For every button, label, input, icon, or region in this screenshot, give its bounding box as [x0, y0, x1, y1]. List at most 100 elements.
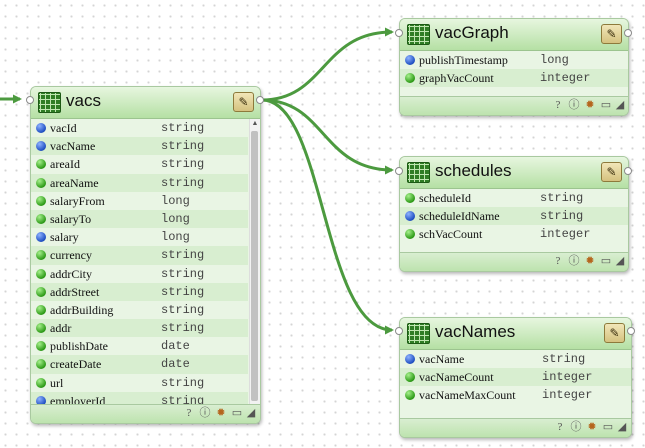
scrollbar[interactable]: ▲ [249, 119, 260, 405]
scroll-thumb[interactable] [251, 131, 258, 401]
table-icon [407, 162, 430, 183]
help-icon[interactable]: ? [555, 255, 561, 267]
field-type: date [161, 357, 190, 372]
field-type: long [161, 193, 190, 208]
node-header[interactable]: schedules ✎ [400, 157, 628, 189]
input-port[interactable] [395, 167, 403, 175]
input-port[interactable] [26, 96, 34, 104]
node-title: vacGraph [435, 23, 509, 42]
field-name: salaryTo [50, 211, 92, 226]
field-icon [36, 377, 46, 388]
help-icon[interactable]: ? [555, 99, 561, 111]
table-icon [38, 92, 61, 113]
help-icon[interactable]: ? [557, 421, 563, 433]
field-type: string [540, 191, 584, 205]
info-icon[interactable]: ⓘ [199, 407, 211, 419]
field-type: long [540, 53, 569, 67]
info-icon[interactable]: ⓘ [570, 421, 582, 433]
comment-icon[interactable]: ▭ [231, 407, 243, 419]
node-header[interactable]: vacGraph ✎ [400, 19, 628, 51]
edit-icon[interactable]: ✎ [601, 162, 622, 182]
output-port[interactable] [627, 327, 635, 335]
edit-icon[interactable]: ✎ [233, 92, 254, 112]
field-row[interactable]: salaryFrom long [31, 192, 248, 210]
field-type: string [161, 157, 205, 172]
field-name: employerId [50, 393, 106, 405]
debug-icon[interactable]: ✹ [587, 421, 597, 433]
info-icon[interactable]: ⓘ [568, 99, 580, 111]
field-name: areaId [50, 157, 80, 172]
output-port[interactable] [624, 167, 632, 175]
output-port[interactable] [624, 29, 632, 37]
node-title: schedules [435, 161, 512, 180]
field-icon [36, 159, 46, 170]
resize-icon[interactable]: ◢ [617, 421, 627, 433]
field-name: salary [50, 230, 79, 245]
info-icon[interactable]: ⓘ [568, 255, 580, 267]
field-type: string [161, 139, 205, 154]
comment-icon[interactable]: ▭ [600, 99, 612, 111]
input-port[interactable] [395, 327, 403, 335]
field-type: integer [540, 227, 591, 242]
debug-icon[interactable]: ✹ [216, 407, 226, 419]
output-port[interactable] [256, 96, 264, 104]
edit-icon[interactable]: ✎ [601, 24, 622, 44]
node-footer: ? ⓘ ✹ ▭ ◢ [400, 252, 628, 271]
node-header[interactable]: vacNames ✎ [400, 318, 631, 350]
field-icon [405, 390, 415, 401]
help-icon[interactable]: ? [186, 407, 192, 419]
input-port[interactable] [395, 29, 403, 37]
field-name: vacName [419, 352, 465, 366]
field-icon [36, 268, 46, 279]
debug-icon[interactable]: ✹ [585, 99, 595, 111]
field-row[interactable]: areaId string [31, 155, 248, 173]
field-icon [36, 195, 46, 206]
debug-icon[interactable]: ✹ [585, 255, 595, 267]
comment-icon[interactable]: ▭ [602, 421, 614, 433]
node-title: vacNames [435, 322, 516, 341]
resize-icon[interactable]: ◢ [615, 99, 625, 111]
resize-icon[interactable]: ◢ [246, 407, 256, 419]
edit-icon[interactable]: ✎ [604, 323, 625, 343]
node-header[interactable]: vacs ✎ [31, 87, 260, 119]
field-type: string [161, 321, 205, 336]
scroll-up-icon[interactable]: ▲ [251, 119, 259, 127]
field-type: string [161, 175, 205, 190]
comment-icon[interactable]: ▭ [600, 255, 612, 267]
field-icon [36, 304, 46, 315]
field-name: salaryFrom [50, 193, 105, 208]
field-icon [36, 213, 46, 224]
resize-icon[interactable]: ◢ [615, 255, 625, 267]
